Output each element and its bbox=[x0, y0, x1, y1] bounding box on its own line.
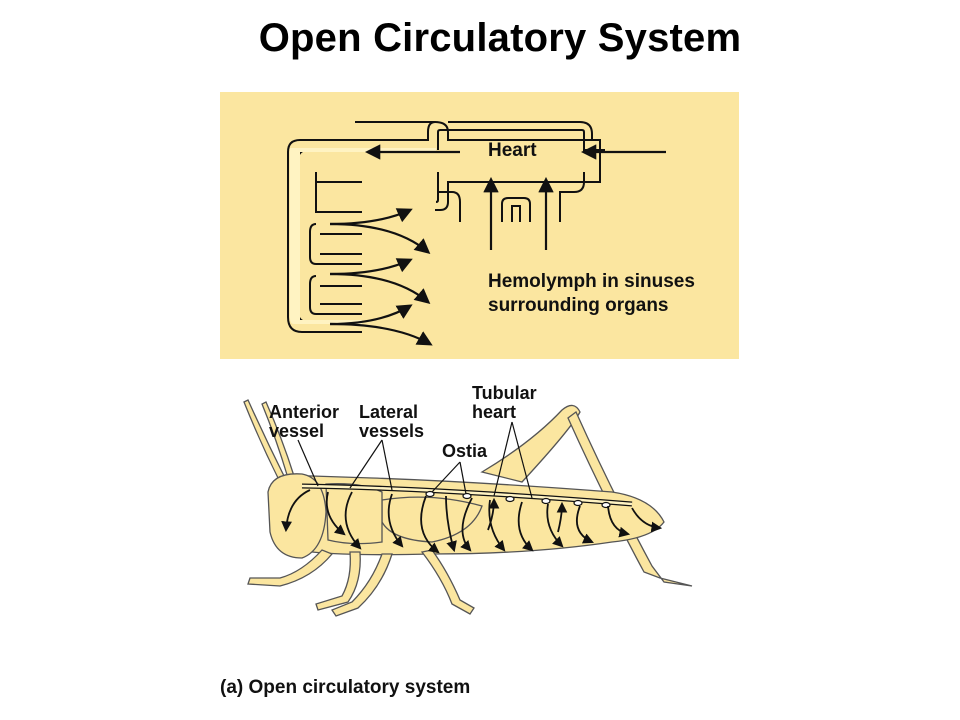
anterior-vessel-label-line1: Anterior bbox=[269, 402, 340, 422]
circulation-schematic: Heart Hemolymph in sinuses surrounding o… bbox=[220, 92, 739, 359]
lateral-vessels-label-line2: vessels bbox=[359, 421, 425, 441]
hind-tibia bbox=[567, 410, 693, 587]
heart-label: Heart bbox=[488, 140, 537, 161]
ostia bbox=[425, 490, 611, 509]
pronotum bbox=[325, 483, 383, 545]
sinus-label-line2: surrounding organs bbox=[488, 295, 669, 316]
mid-leg bbox=[420, 549, 475, 615]
fork-arrow-1b bbox=[329, 222, 431, 254]
vessel-walls bbox=[287, 121, 605, 333]
flow-arrows bbox=[329, 144, 666, 346]
figure-caption: (a) Open circulatory system bbox=[220, 677, 471, 698]
hemolymph-arrows bbox=[281, 489, 663, 554]
hind-femur bbox=[480, 404, 581, 483]
mid-leg-2 bbox=[331, 553, 393, 617]
slide-title: Open Circulatory System bbox=[258, 16, 742, 60]
fork-arrow-2b bbox=[329, 272, 431, 304]
antenna-1 bbox=[243, 399, 287, 483]
schematic-background bbox=[220, 92, 739, 359]
tubular-heart-label-line2: heart bbox=[472, 402, 517, 422]
ostia-label: Ostia bbox=[442, 441, 488, 461]
grasshopper-illustration: Anterior vessel Lateral vessels Tubular … bbox=[232, 382, 742, 622]
lateral-vessels-label: Lateral vessels bbox=[359, 403, 424, 441]
lateral-vessels-label-line1: Lateral bbox=[359, 402, 419, 422]
tubular-heart-label-line1: Tubular bbox=[472, 383, 537, 403]
antenna-2 bbox=[261, 401, 295, 479]
sinus-label-line1: Hemolymph in sinuses bbox=[488, 271, 695, 292]
front-leg-1 bbox=[247, 549, 334, 587]
fork-arrow-3b bbox=[329, 322, 433, 346]
front-leg-2 bbox=[315, 551, 361, 611]
anterior-vessel-label-line2: vessel bbox=[269, 421, 325, 441]
sinus-label: Hemolymph in sinuses surrounding organs bbox=[488, 270, 695, 318]
schematic-drawing bbox=[220, 92, 739, 359]
grasshopper-drawing bbox=[243, 399, 693, 617]
tubular-heart-label: Tubular heart bbox=[472, 384, 537, 422]
anterior-vessel-label: Anterior vessel bbox=[269, 403, 339, 441]
label-leaders bbox=[297, 421, 533, 499]
head bbox=[267, 473, 327, 559]
